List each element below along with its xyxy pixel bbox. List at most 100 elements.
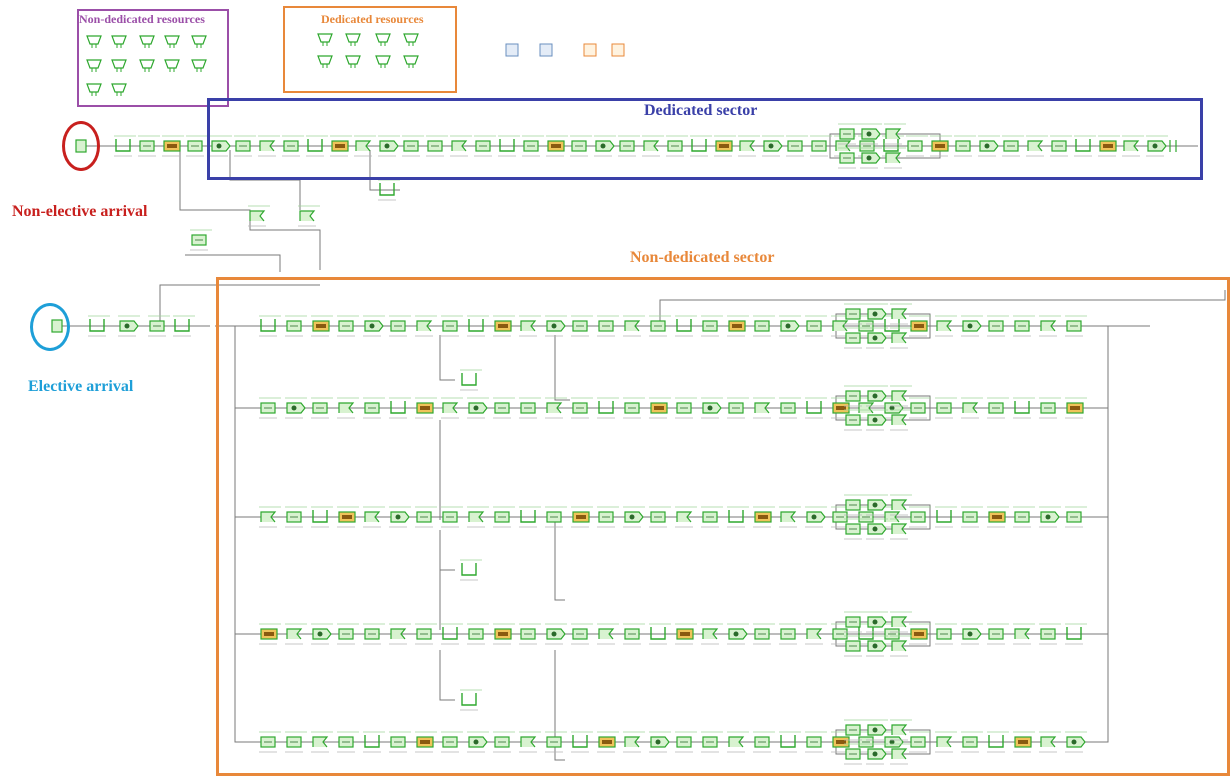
process-block — [675, 506, 697, 528]
resource-shape — [86, 83, 102, 93]
process-block — [890, 518, 912, 540]
flag-shape — [885, 128, 902, 140]
flag-shape — [780, 511, 797, 523]
process-block — [909, 623, 931, 645]
resource-icon — [139, 59, 155, 72]
flag-shape — [891, 724, 908, 736]
toolbar-icon — [583, 43, 597, 57]
delay-dot — [216, 143, 222, 149]
seize-inner — [316, 324, 326, 328]
process-block — [337, 623, 359, 645]
process-block — [402, 135, 424, 157]
process-block — [1065, 623, 1087, 645]
process-block — [1013, 315, 1035, 337]
process-block — [285, 315, 307, 337]
delay-dot — [967, 323, 973, 329]
process-block — [779, 315, 801, 337]
process-block — [844, 719, 866, 741]
delay-dot — [866, 131, 872, 137]
gate-shape — [884, 319, 900, 332]
seize-inner — [335, 144, 345, 148]
delay-dot — [872, 619, 878, 625]
flag-shape — [416, 320, 433, 332]
seize-inner — [498, 324, 508, 328]
process-block — [1002, 135, 1024, 157]
resource-icon — [375, 55, 391, 68]
delay-dot — [967, 631, 973, 637]
process-block — [844, 303, 866, 325]
process-block — [493, 623, 515, 645]
process-block — [248, 205, 270, 227]
process-block — [522, 135, 544, 157]
process-block — [935, 315, 957, 337]
process-block — [298, 205, 320, 227]
process-block — [666, 135, 688, 157]
process-block — [545, 731, 567, 753]
process-block — [460, 369, 482, 391]
connector-line — [1090, 326, 1109, 743]
flag-shape — [259, 140, 276, 152]
process-block — [311, 506, 333, 528]
process-block — [426, 135, 448, 157]
process-block — [838, 147, 860, 169]
process-block — [354, 135, 376, 157]
process-block — [597, 506, 619, 528]
resource-shape — [86, 35, 102, 45]
flag-shape — [624, 736, 641, 748]
dedicated-resources-label: Dedicated resources — [321, 12, 424, 26]
process-block — [779, 731, 801, 753]
process-block — [866, 635, 888, 657]
gate-shape — [461, 693, 477, 706]
flag-shape — [962, 402, 979, 414]
resource-shape — [317, 33, 333, 43]
process-block — [866, 385, 888, 407]
process-block — [467, 731, 489, 753]
process-block — [493, 506, 515, 528]
delay-dot — [872, 526, 878, 532]
process-block — [844, 635, 866, 657]
process-block — [389, 623, 411, 645]
process-block — [493, 315, 515, 337]
delay-dot — [384, 143, 390, 149]
non-dedicated-sector-label: Non-dedicated sector — [630, 249, 775, 266]
gate-shape — [676, 319, 692, 332]
process-block — [259, 623, 281, 645]
connector-line — [829, 146, 941, 159]
resource-shape — [191, 35, 207, 45]
gate-shape — [858, 627, 874, 640]
process-block — [961, 397, 983, 419]
resource-icon — [111, 35, 127, 48]
process-block — [649, 506, 671, 528]
gate-shape — [312, 510, 328, 523]
gate-shape — [883, 139, 899, 152]
delay-dot — [124, 323, 130, 329]
process-block — [866, 743, 888, 765]
process-block — [337, 397, 359, 419]
process-block — [389, 397, 411, 419]
toolbar-icon — [539, 43, 553, 57]
flag-shape — [1014, 628, 1031, 640]
process-block — [493, 397, 515, 419]
resource-shape — [345, 33, 361, 43]
connector-line — [185, 254, 281, 272]
flag-shape — [468, 511, 485, 523]
resource-icon — [139, 35, 155, 48]
delay-dot — [395, 514, 401, 520]
flag-shape — [643, 140, 660, 152]
process-block — [88, 315, 110, 337]
process-block — [906, 135, 928, 157]
seize-inner — [498, 632, 508, 636]
flag-shape — [355, 140, 372, 152]
process-block — [441, 315, 463, 337]
delay-dot — [600, 143, 606, 149]
process-block — [162, 135, 184, 157]
process-block — [753, 731, 775, 753]
resource-icon — [86, 35, 102, 48]
process-block — [810, 135, 832, 157]
flag-shape — [676, 511, 693, 523]
toolbar-icon-shape — [539, 43, 553, 57]
process-block — [259, 731, 281, 753]
gate-shape — [1014, 401, 1030, 414]
process-block — [1074, 135, 1096, 157]
process-block — [753, 397, 775, 419]
